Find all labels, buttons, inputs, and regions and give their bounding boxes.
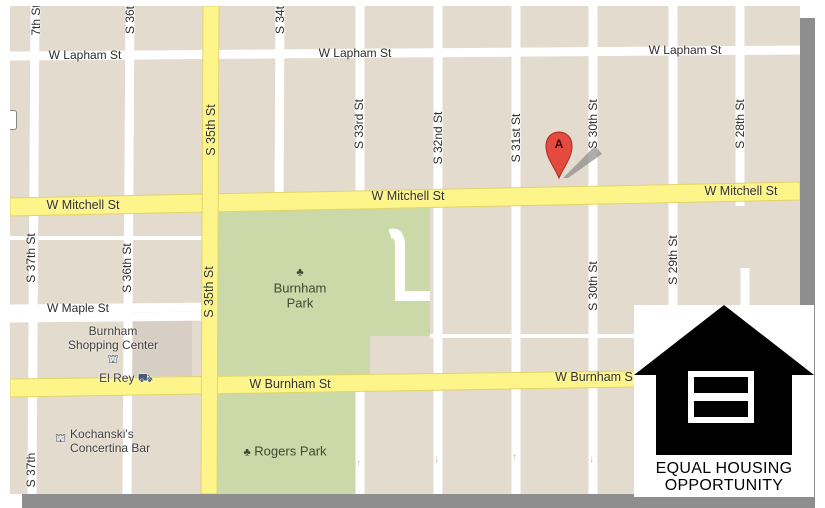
street-label-s-29th: S 29th St [666,235,680,285]
street-label-s-36th-2: S 36th St [120,243,134,293]
street-label-s-30th-1: S 30th St [586,99,600,149]
park-icon: ♣ [296,266,304,279]
street-label-w-maple: W Maple St [46,301,110,315]
street-label-s-32nd: S 32nd St [431,111,445,165]
shopping-center-poi[interactable]: Burnham Shopping Center ⛫ [63,324,163,366]
side-panel-toggle[interactable] [10,110,17,130]
rogers-park-area [213,387,360,494]
street-label-s-30th-2: S 30th St [586,261,600,311]
street-label-w-mitchell-1: W Mitchell St [46,198,120,212]
svg-text:↑: ↑ [512,452,517,463]
street-label-w-lapham-2: W Lapham St [318,46,392,60]
park-icon: ♣ [243,446,251,459]
street-label-w-mitchell-2: W Mitchell St [371,189,445,203]
shopping-bag-icon: ⛫ [107,352,119,366]
street-label-w-lapham-1: W Lapham St [48,48,122,62]
street-label-s-37th-1: 7th St [29,6,43,36]
house-icon [634,305,814,455]
eho-text: EQUAL HOUSING OPPORTUNITY [634,460,814,494]
equal-housing-opportunity-logo: EQUAL HOUSING OPPORTUNITY [634,305,814,497]
kochanski-poi[interactable]: ⛫ Kochanski's Concertina Bar [55,427,165,455]
eho-line-2: OPPORTUNITY [664,477,784,494]
street-label-s-35th-1: S 35th St [204,104,218,156]
svg-text:↓: ↓ [589,454,594,465]
burnham-park-area [213,202,430,378]
kochanski-name: Kochanski's Concertina Bar [70,427,151,455]
marker-pin-icon [545,131,573,180]
major-streets [10,6,800,494]
burnham-park-name: Burnham Park [273,280,327,311]
street-label-w-lapham-3: W Lapham St [648,43,722,57]
rogers-park-name: Rogers Park [254,443,327,459]
map-shadow-bottom [22,494,815,508]
street-label-s-37th-2: S 37th St [24,233,38,283]
street-label-s-33rd: S 33rd St [352,98,366,150]
burnham-park-label[interactable]: ♣ Burnham Park [265,266,335,311]
shopping-bag-icon: ⛫ [55,431,67,445]
minor-streets-thin [10,236,650,338]
street-label-w-burnham-1: W Burnham St [249,377,331,391]
street-label-s-31st: S 31st St [509,113,523,163]
one-way-arrows: ↑ ↓ ↑ ↓ [356,452,594,469]
marker-label: A [554,137,564,151]
marker-shadow [563,146,602,178]
street-label-s-36th-1: S 36t [123,6,137,35]
rogers-park-label[interactable]: ♣ Rogers Park [243,444,326,461]
shopping-cart-icon: ⛟ [137,371,153,385]
street-label-w-mitchell-3: W Mitchell St [704,184,778,198]
el-rey-poi[interactable]: El Rey ⛟ [99,371,153,385]
el-rey-name: El Rey [99,371,135,385]
svg-text:↓: ↓ [434,454,439,465]
minor-streets [10,6,800,494]
shopping-center-name: Burnham Shopping Center [67,324,159,352]
park-path [388,228,430,301]
street-label-s-28th: S 28th St [733,99,747,149]
location-marker-a[interactable] [545,131,602,180]
street-label-s-35th-2: S 35th St [202,266,216,318]
svg-text:↑: ↑ [356,458,361,469]
street-label-s-34th: S 34t [273,6,287,35]
street-label-s-37th-3: S 37th [24,452,38,488]
eho-line-1: EQUAL HOUSING [655,460,793,477]
street-label-w-burnham-2: W Burnham S [555,370,633,384]
